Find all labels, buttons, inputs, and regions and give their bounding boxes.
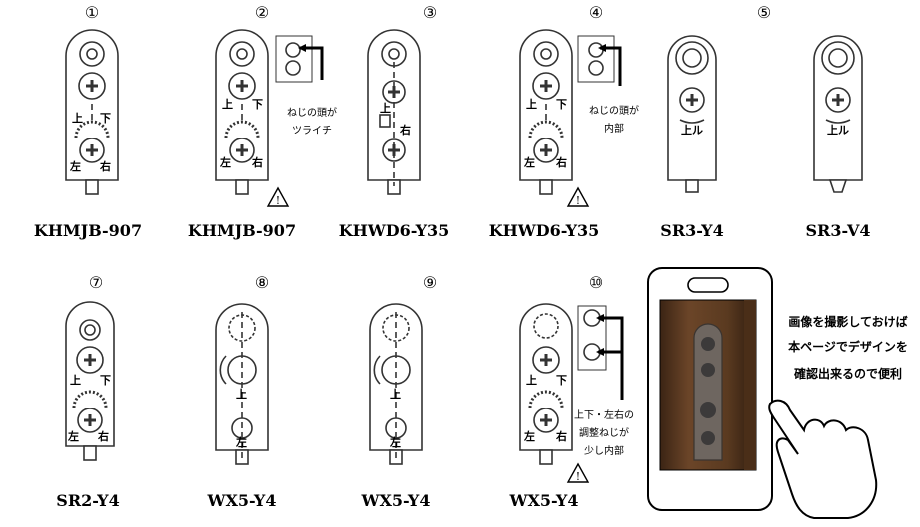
label-down: 下 bbox=[100, 112, 111, 125]
note-line-3: 少し内部 bbox=[584, 444, 624, 457]
label-left: 左 bbox=[523, 429, 535, 443]
svg-text:!: ! bbox=[576, 194, 580, 207]
label-left: 左 bbox=[235, 435, 247, 449]
hinge-plate bbox=[813, 35, 863, 193]
note-line-2: 内部 bbox=[604, 122, 624, 135]
phone-illustration: 画像を撮影しておけば 本ページでデザインを 確認出来るので便利 bbox=[647, 267, 908, 519]
pointing-hand-icon bbox=[768, 399, 878, 519]
hinge-plate bbox=[215, 29, 313, 195]
label-left: 左 bbox=[523, 155, 535, 169]
label-up: 上 bbox=[236, 387, 247, 401]
label-right: 右 bbox=[555, 155, 567, 169]
hinge-plate bbox=[367, 29, 421, 195]
hinge-plate bbox=[667, 35, 717, 193]
arrow-head-icon bbox=[598, 44, 606, 52]
hinge-item-4[interactable]: ④ 上 下 左 右 ねじの頭が 内部 ! KHWD6-Y35 bbox=[489, 3, 639, 240]
label-right: 右 bbox=[99, 159, 111, 173]
label-down: 下 bbox=[556, 374, 567, 387]
hinge-item-6[interactable]: 上ル SR3-V4 bbox=[805, 35, 871, 240]
hinge-item-8[interactable]: ⑧ 上 左 WX5-Y4 bbox=[207, 273, 277, 510]
label-up: 上 bbox=[72, 111, 83, 125]
model-name: SR2-Y4 bbox=[56, 491, 119, 510]
label-right: 右 bbox=[97, 429, 109, 443]
label-right: 右 bbox=[399, 123, 411, 137]
model-name: WX5-Y4 bbox=[509, 491, 579, 510]
item-number: ② bbox=[255, 3, 269, 22]
note-line-2: ツライチ bbox=[292, 125, 332, 137]
hinge-plate bbox=[519, 29, 615, 195]
arrow-head-icon bbox=[298, 44, 306, 52]
hinge-item-10[interactable]: ⑩ 上 下 左 右 上下・左右の 調整ねじが 少し内部 ! WX5-Y4 bbox=[509, 273, 634, 510]
model-name: KHWD6-Y35 bbox=[339, 221, 450, 240]
svg-text:!: ! bbox=[576, 470, 580, 483]
hinge-item-9[interactable]: ⑨ 上 左 WX5-Y4 bbox=[361, 273, 438, 510]
hinge-plate bbox=[65, 29, 119, 195]
arrow-head-icon bbox=[596, 348, 604, 356]
arrow-head-icon bbox=[596, 314, 604, 322]
label-down: 下 bbox=[556, 98, 567, 111]
label-right: 右 bbox=[251, 155, 263, 169]
pointer-arrow bbox=[598, 316, 624, 400]
pointer-arrow bbox=[300, 46, 324, 80]
hinge-item-5[interactable]: ⑤ 上ル SR3-Y4 bbox=[660, 3, 771, 240]
model-name: KHMJB-907 bbox=[34, 221, 142, 240]
hinge-plate bbox=[215, 303, 269, 465]
model-name: WX5-Y4 bbox=[361, 491, 431, 510]
label-left: 左 bbox=[389, 435, 401, 449]
model-name: SR3-Y4 bbox=[660, 221, 723, 240]
note-line-1: ねじの頭が bbox=[287, 106, 337, 119]
label-left: 左 bbox=[67, 429, 79, 443]
warning-icon: ! bbox=[566, 186, 590, 207]
hinge-item-1[interactable]: ① 上 下 左 右 KHMJB-907 bbox=[34, 3, 142, 240]
model-name: SR3-V4 bbox=[805, 221, 870, 240]
warning-icon: ! bbox=[566, 462, 590, 483]
item-number: ⑨ bbox=[423, 273, 437, 292]
warning-icon: ! bbox=[266, 186, 290, 207]
label-left: 左 bbox=[69, 159, 81, 173]
label-up: 上 bbox=[390, 387, 401, 401]
item-number: ⑩ bbox=[589, 273, 603, 292]
label-up: 上 bbox=[380, 101, 391, 115]
label-up: 上 bbox=[526, 97, 537, 111]
hinge-photo-plate bbox=[693, 323, 723, 461]
note-line-1: ねじの頭が bbox=[589, 104, 639, 117]
item-number: ⑤ bbox=[757, 3, 771, 22]
svg-text:!: ! bbox=[276, 194, 280, 207]
model-name: WX5-Y4 bbox=[207, 491, 277, 510]
hinge-item-2[interactable]: ② 上 下 左 右 ねじの頭が ツライチ ! KHMJB-907 bbox=[188, 3, 337, 240]
label-up: 上ル bbox=[681, 123, 703, 137]
hinge-plate bbox=[65, 301, 115, 461]
item-number: ① bbox=[85, 3, 99, 22]
item-number: ③ bbox=[423, 3, 437, 22]
item-number: ⑦ bbox=[89, 273, 103, 292]
note-line-1: 上下・左右の bbox=[574, 408, 634, 421]
hinge-item-7[interactable]: ⑦ 上 下 左 右 SR2-Y4 bbox=[56, 273, 119, 510]
phone-speaker bbox=[687, 277, 729, 293]
caption-line-2: 本ページでデザインを bbox=[788, 339, 908, 354]
label-up: 上 bbox=[526, 373, 537, 387]
label-right: 右 bbox=[555, 429, 567, 443]
item-number: ④ bbox=[589, 3, 603, 22]
hinge-plate bbox=[519, 303, 607, 465]
note-line-2: 調整ねじが bbox=[579, 426, 629, 439]
label-up: 上 bbox=[70, 373, 81, 387]
hinge-plate bbox=[369, 303, 423, 465]
hinge-item-3[interactable]: ③ 上 右 KHWD6-Y35 bbox=[339, 3, 450, 240]
caption-line-3: 確認出来るので便利 bbox=[794, 366, 902, 381]
model-name: KHMJB-907 bbox=[188, 221, 296, 240]
item-number: ⑧ bbox=[255, 273, 269, 292]
model-name: KHWD6-Y35 bbox=[489, 221, 600, 240]
pointer-arrow bbox=[600, 46, 622, 86]
label-up: 上ル bbox=[827, 123, 849, 137]
label-down: 下 bbox=[252, 98, 263, 111]
label-down: 下 bbox=[100, 374, 111, 387]
label-up: 上 bbox=[222, 97, 233, 111]
label-left: 左 bbox=[219, 155, 231, 169]
caption-line-1: 画像を撮影しておけば bbox=[788, 314, 907, 329]
